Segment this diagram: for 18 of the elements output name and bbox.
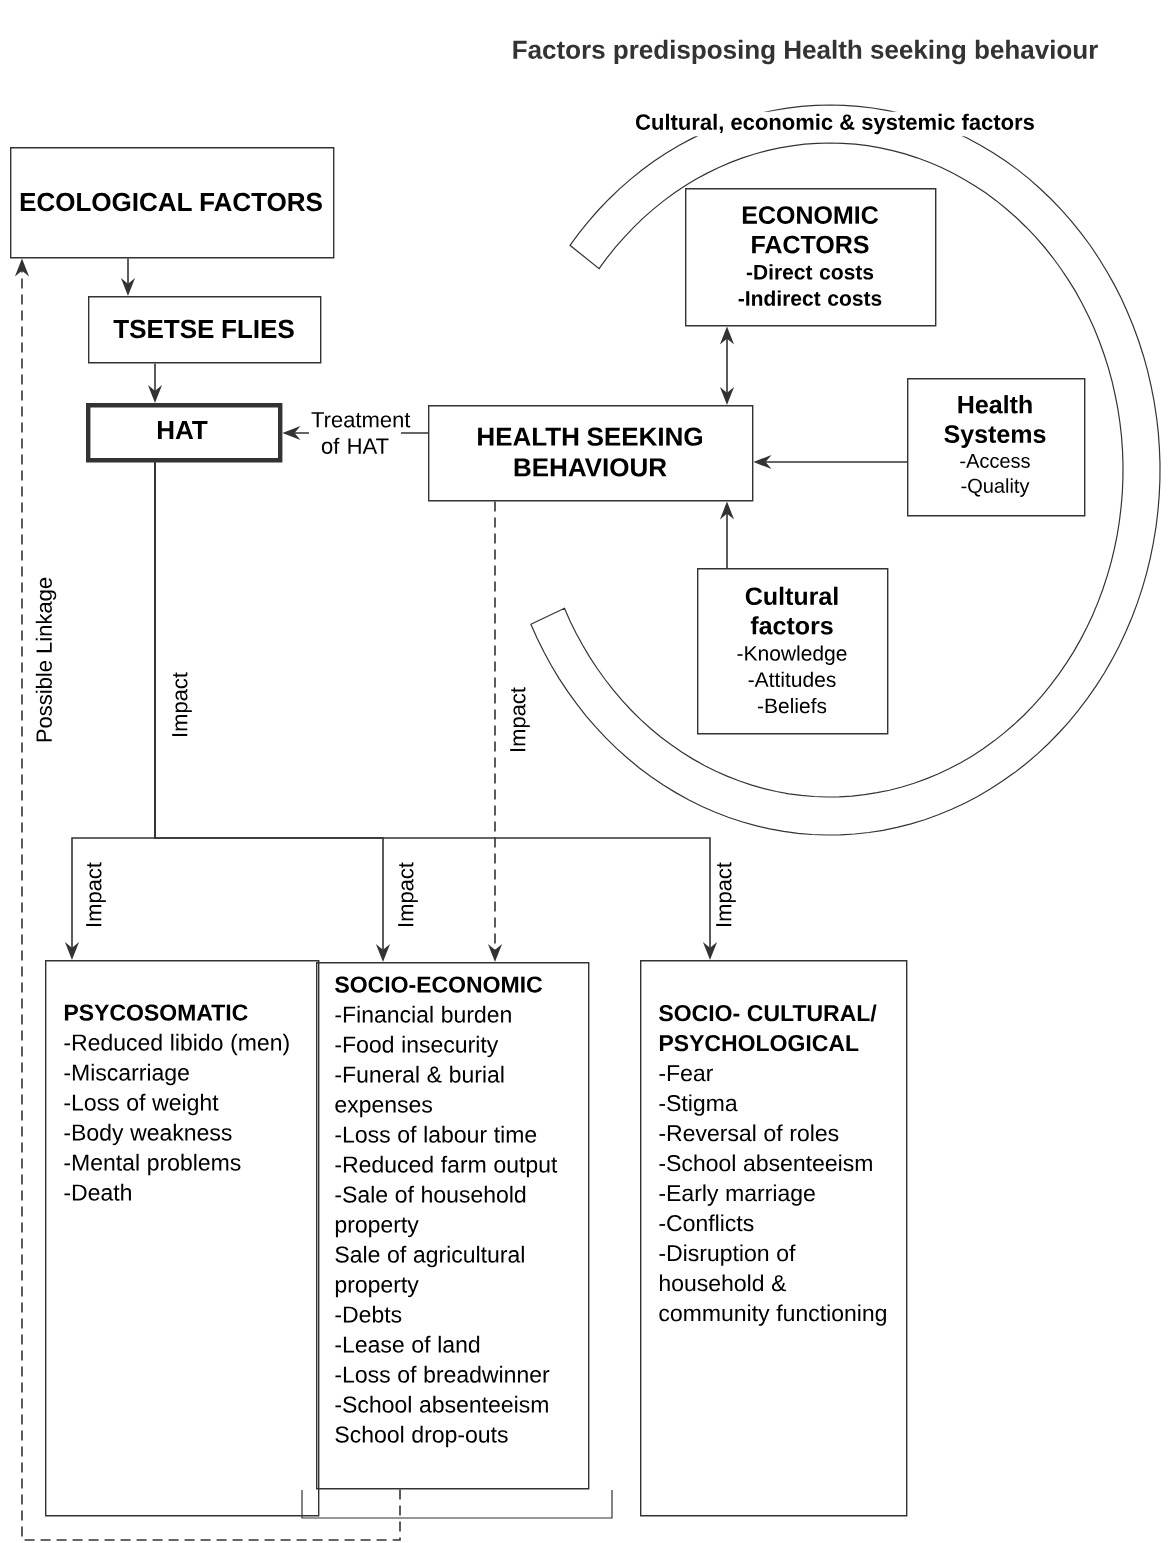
text-label: Impact [172,672,192,736]
impact-box: PSYCOSOMATIC -Reduced libido (men) -Miscarriage -Loss of weight -Body weakness -Mental problems -Death [45,960,320,1517]
factor-box: Cultural factors -Knowledge -Attitudes -Beliefs [697,568,889,735]
heading: Factors predisposing Health seeking behaviour [513,39,1098,65]
edge-label: Impact [716,862,736,926]
factor-box: ECONOMIC FACTORS -Direct costs -Indirect costs [685,188,937,327]
edge-label: Treatment of HAT [309,410,411,456]
process-box: ECOLOGICAL FACTORS [10,147,335,259]
edge-label: Impact [86,862,106,926]
impact-box: SOCIO- CULTURAL/ PSYCHOLOGICAL -Fear -Stigma -Reversal of roles -School absenteeism -Early marriage -Conflicts -Disruption of household & community functioning [640,960,908,1517]
factor-box: Health Systems -Access -Quality [907,378,1086,517]
process-box: HAT [86,403,283,463]
edge-label: Impact [510,687,530,751]
process-box: TSETSE FLIES [88,296,322,364]
edge-label: Possible Linkage [35,577,57,742]
edge-label: Impact [398,862,418,926]
process-box: HEALTH SEEKING BEHAVIOUR [428,405,754,502]
impact-box: SOCIO-ECONOMIC -Financial burden -Food insecurity -Funeral & burial expenses -Loss of labour time -Reduced farm output -Sale of household property Sale of agricultural property -Debts -Lease of land -Loss of breadwinner -School absenteeism School drop-outs [316,962,590,1490]
